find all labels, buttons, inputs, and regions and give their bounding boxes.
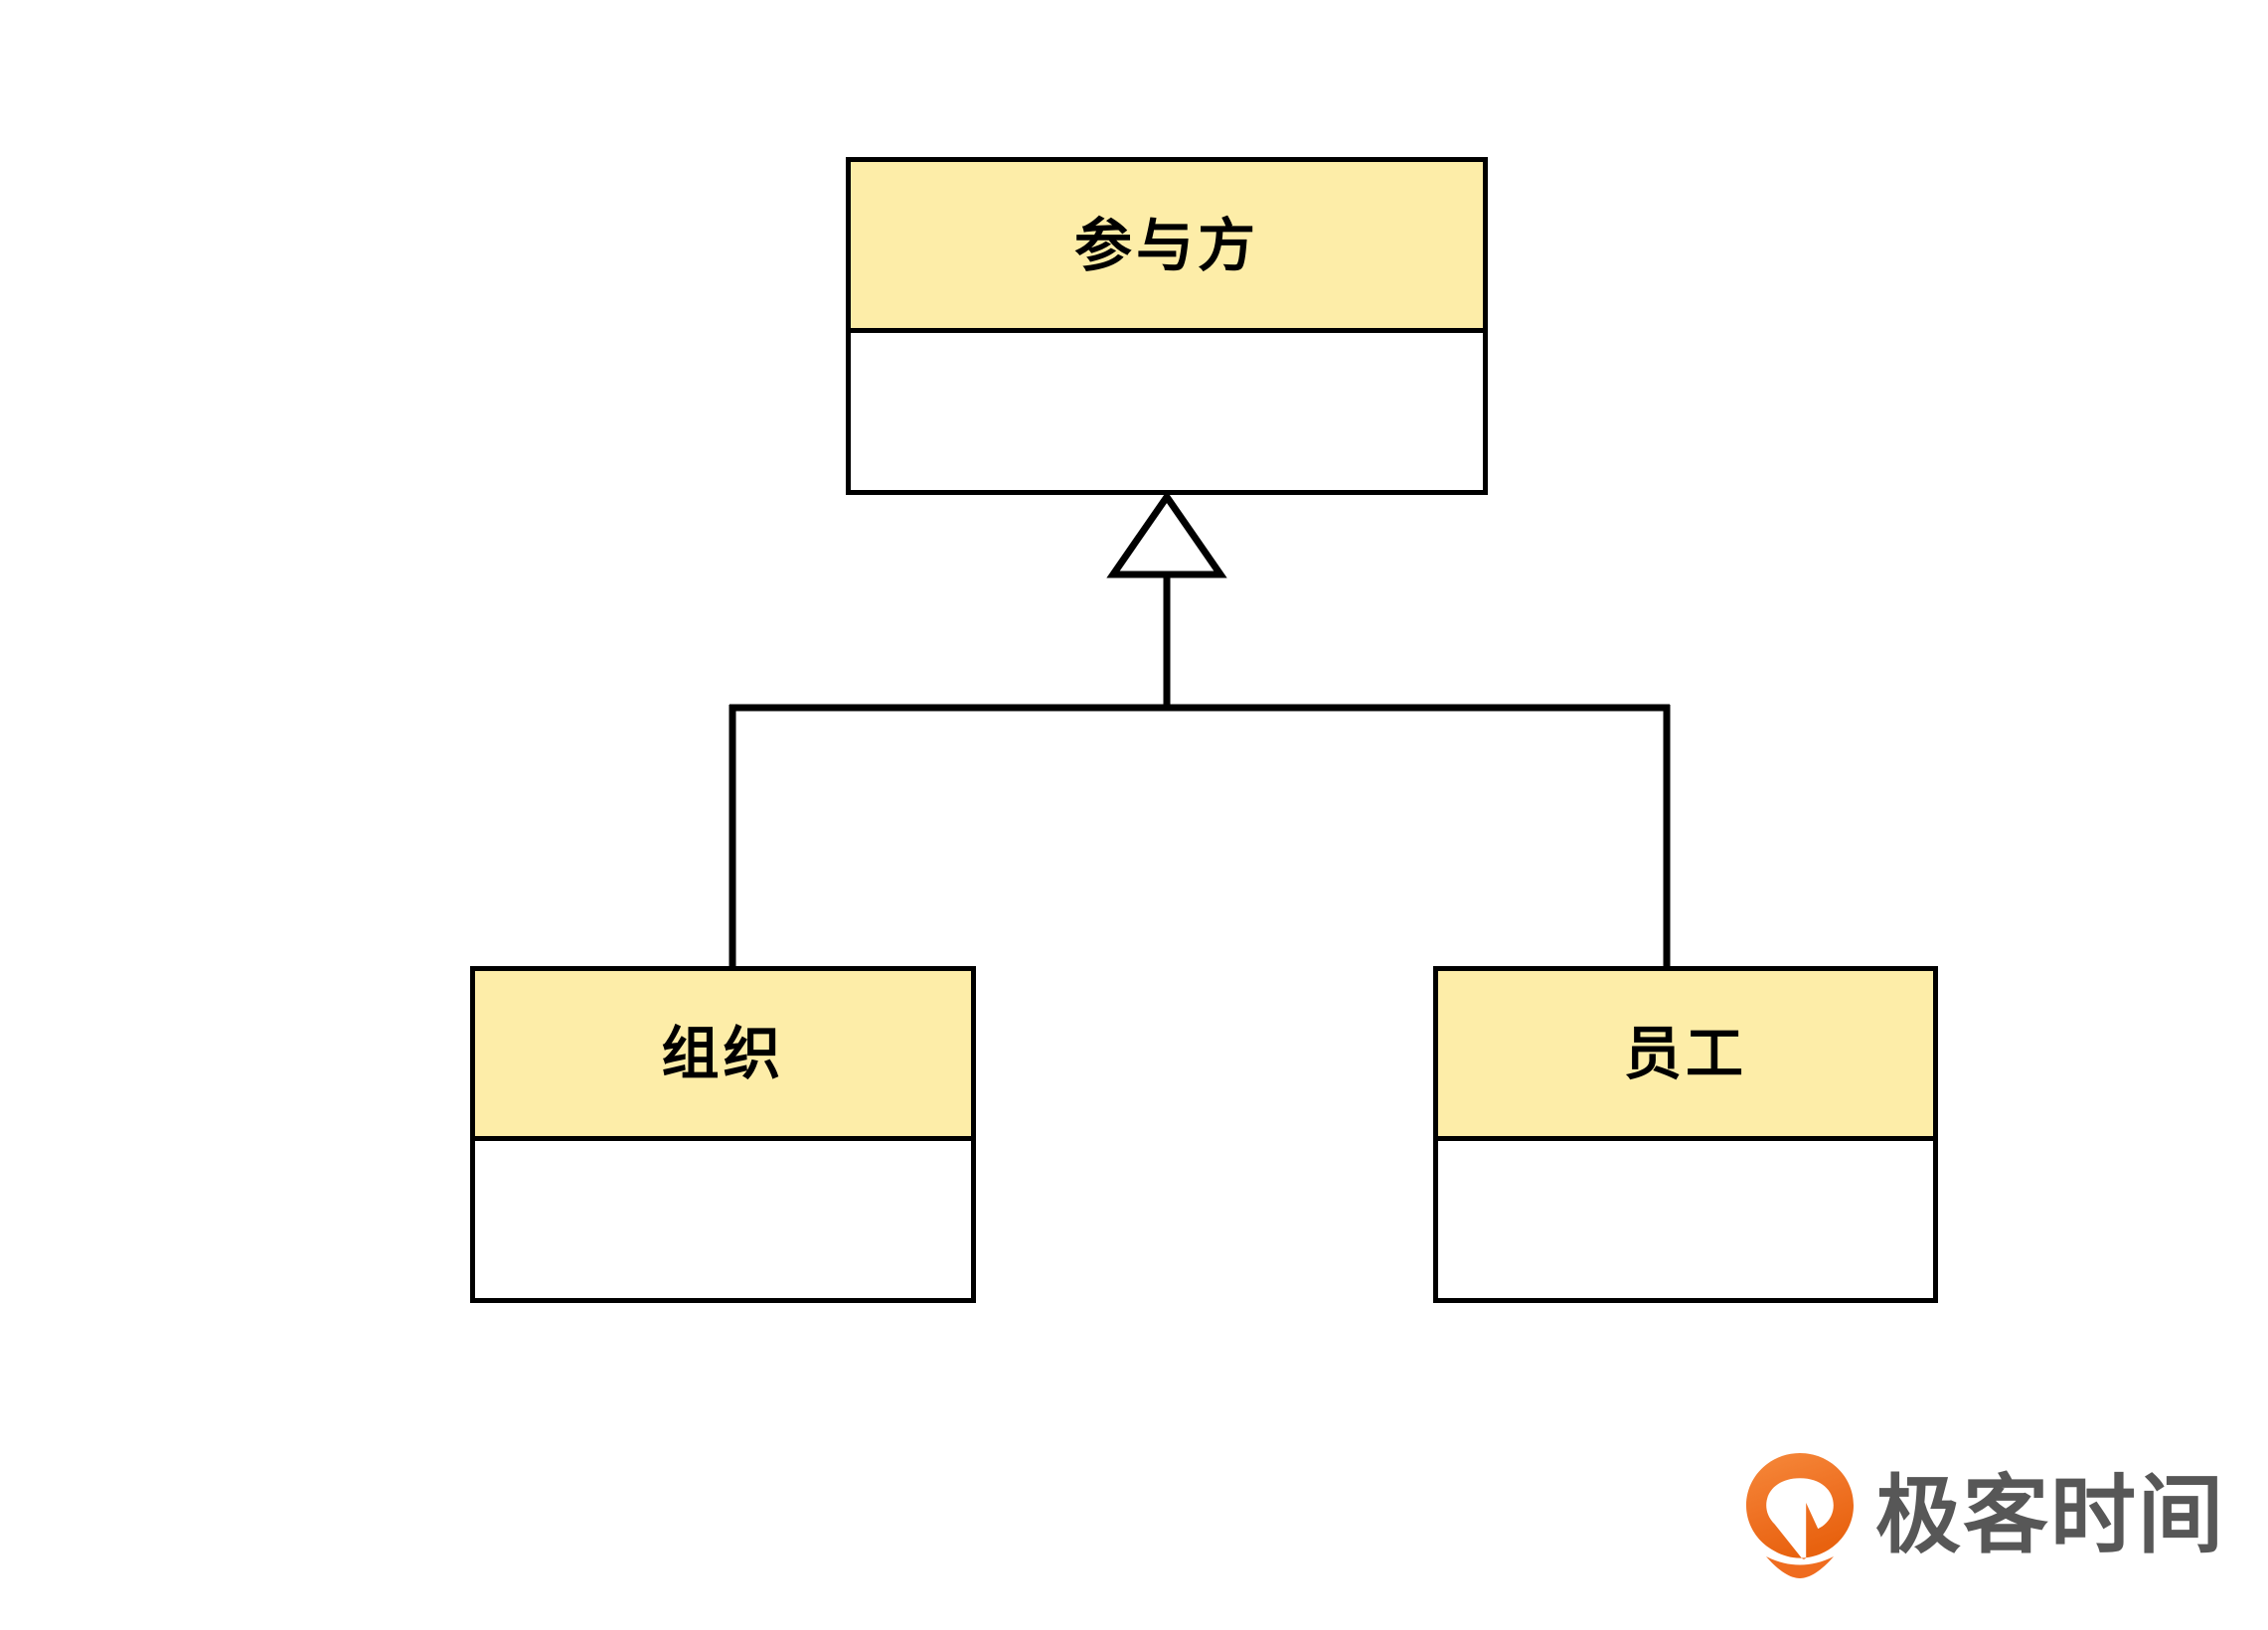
uml-class-party-header: 参与方 xyxy=(851,162,1483,333)
geektime-pin-logo-icon xyxy=(1746,1453,1854,1578)
uml-class-organization-header: 组织 xyxy=(475,971,971,1141)
uml-class-party-body xyxy=(851,333,1483,490)
uml-class-organization[interactable]: 组织 xyxy=(470,966,976,1303)
uml-class-party[interactable]: 参与方 xyxy=(846,157,1488,495)
uml-class-employee-name: 员工 xyxy=(1623,1020,1747,1087)
uml-class-employee-body xyxy=(1438,1141,1933,1298)
uml-class-organization-name: 组织 xyxy=(661,1020,785,1087)
inheritance-triangle-icon xyxy=(1106,490,1227,578)
uml-class-employee[interactable]: 员工 xyxy=(1433,966,1938,1303)
uml-class-party-name: 参与方 xyxy=(1073,211,1259,279)
watermark-label: 极客时间 xyxy=(1875,1466,2225,1565)
uml-class-organization-body xyxy=(475,1141,971,1298)
watermark: 极客时间 xyxy=(1746,1453,2225,1578)
uml-class-employee-header: 员工 xyxy=(1438,971,1933,1141)
